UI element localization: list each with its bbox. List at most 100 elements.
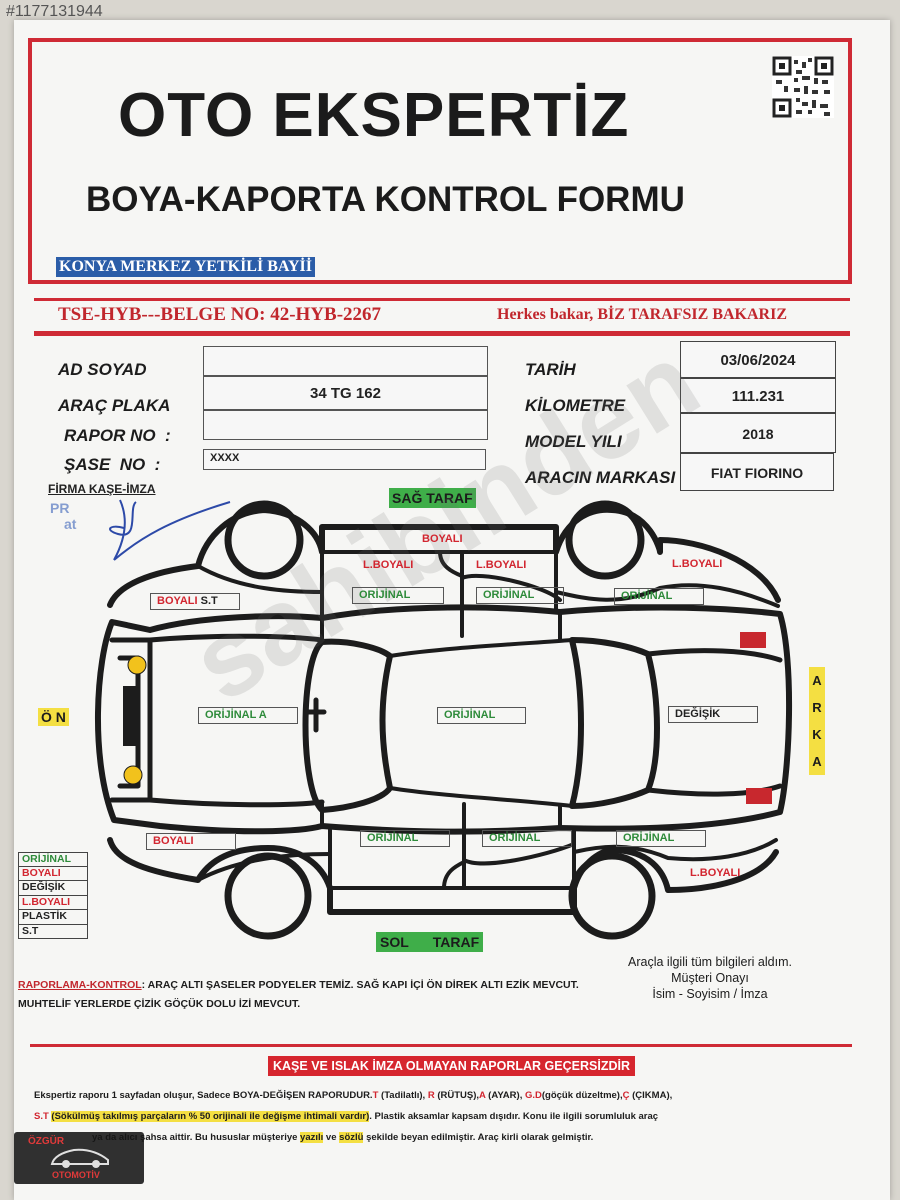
part-rear-fender-right-tag: ORİJİNAL xyxy=(614,588,704,605)
rapor-no-field xyxy=(203,410,488,440)
form-subtitle: BOYA-KAPORTA KONTROL FORMU xyxy=(86,180,685,219)
legend-item-boyali: BOYALI xyxy=(18,866,88,881)
legend-item-orijinal: ORİJİNAL xyxy=(18,852,88,867)
rear-letter-a2: A xyxy=(812,754,822,769)
signature-scribble-icon xyxy=(109,499,231,561)
rear-letter-r: R xyxy=(812,700,822,715)
terms-code-t-desc: (Tadilatlı), xyxy=(378,1090,428,1101)
part-trunk: DEĞİŞİK xyxy=(668,706,758,723)
rear-letter-a1: A xyxy=(812,673,822,688)
divider-top xyxy=(34,298,850,301)
terms-highlight-sozlu: sözlü xyxy=(339,1132,364,1143)
part-rear-door-left: ORİJİNAL xyxy=(482,830,572,847)
part-rear-fender-right-status: L.BOYALI xyxy=(672,558,723,570)
side-label-right: SAĞ TARAF xyxy=(389,488,476,508)
label-sase-no: ŞASE NO : xyxy=(64,455,161,474)
part-front-door-right-status: L.BOYALI xyxy=(363,559,414,571)
label-model-yili: MODEL YILI xyxy=(525,432,622,451)
model-yili-value: 2018 xyxy=(680,413,836,453)
remarks-line-2: MUHTELİF YERLERDE ÇİZİK GÖÇÜK DOLU İZİ M… xyxy=(18,998,301,1010)
terms-code-a: A xyxy=(479,1090,486,1101)
slogan: Herkes bakar, BİZ TARAFSIZ BAKARIZ xyxy=(497,306,787,324)
brand-name: OTOMOTİV xyxy=(52,1170,100,1180)
arac-plaka-field xyxy=(203,376,488,410)
part-hood: ORİJİNAL A xyxy=(198,707,298,724)
listing-id: #1177131944 xyxy=(6,3,103,20)
label-rapor-no: RAPOR NO : xyxy=(64,426,171,445)
approval-line-3: İsim - Soyisim / İmza xyxy=(652,987,768,1001)
label-kilometre: KİLOMETRE xyxy=(525,396,626,415)
terms-p2-rest: . Plastik aksamlar kapsam dışıdır. Konu … xyxy=(369,1111,659,1122)
tarih-value: 03/06/2024 xyxy=(680,341,836,378)
part-front-door-left: ORİJİNAL xyxy=(360,830,450,847)
dealer-name: KONYA MERKEZ YETKİLİ BAYİİ xyxy=(56,257,315,277)
qr-code-icon xyxy=(772,56,834,118)
stamp-line-2: at xyxy=(64,516,77,532)
label-ad-soyad: AD SOYAD xyxy=(58,360,147,379)
stamp-line-1: PR xyxy=(50,500,70,516)
approval-line-2: Müşteri Onayı xyxy=(671,971,749,985)
terms-code-c-desc: (ÇIKMA), xyxy=(629,1090,673,1101)
side-label-left-b: TARAF xyxy=(432,934,480,950)
remarks: RAPORLAMA-KONTROL: ARAÇ ALTI ŞASELER POD… xyxy=(18,976,618,1014)
rear-letter-k: K xyxy=(812,727,822,742)
label-firma-kase-imza: FİRMA KAŞE-İMZA xyxy=(48,482,156,496)
terms-p3-a: ya da alıcı şahsa aittir. Bu hususlar mü… xyxy=(92,1132,301,1143)
header-box xyxy=(28,38,852,284)
part-front-fender-right: BOYALI S.T xyxy=(150,593,240,610)
side-label-left: SOL TARAF xyxy=(376,932,484,952)
part-roof: ORİJİNAL xyxy=(437,707,526,724)
footer-warning: KAŞE VE ISLAK İMZA OLMAYAN RAPORLAR GEÇE… xyxy=(268,1056,635,1076)
legend-item-degisik: DEĞİŞİK xyxy=(18,881,88,896)
part-front-fender-right-status: BOYALI xyxy=(157,595,198,607)
part-front-door-right-tag: ORİJİNAL xyxy=(352,587,444,604)
aracin-markasi-value: FIAT FIORINO xyxy=(680,453,834,491)
terms-code-st: S.T xyxy=(34,1111,49,1122)
arac-plaka-value: 34 TG 162 xyxy=(310,385,381,402)
legend-item-plastik: PLASTİK xyxy=(18,910,88,925)
sase-no-field xyxy=(203,449,486,470)
terms-code-c: Ç xyxy=(622,1090,630,1101)
footer-divider xyxy=(30,1044,852,1047)
legend-item-st: S.T xyxy=(18,924,88,939)
side-label-front: Ö N xyxy=(38,708,69,726)
page-title: OTO EKSPERTİZ xyxy=(118,81,630,150)
stamp-mark: PR at xyxy=(50,500,76,532)
slogan-prefix: Herkes bakar, xyxy=(497,306,598,323)
remarks-label: RAPORLAMA-KONTROL xyxy=(18,979,142,991)
remarks-line-1: : ARAÇ ALTI ŞASELER PODYELER TEMİZ. SAĞ … xyxy=(141,979,579,991)
terms-highlight-yazili: yazılı xyxy=(300,1132,324,1143)
footer-terms: Ekspertiz raporu 1 sayfadan oluşur, Sade… xyxy=(34,1085,844,1148)
divider-bottom xyxy=(34,331,850,336)
legend: ORİJİNAL BOYALI DEĞİŞİK L.BOYALI PLASTİK… xyxy=(18,852,88,939)
part-rear-door-right-tag: ORİJİNAL xyxy=(476,587,564,604)
terms-p3-c: şekilde beyan edilmiştir. Araç kirli ola… xyxy=(363,1132,594,1143)
label-aracin-markasi: ARACIN MARKASI xyxy=(525,468,676,487)
brand-logo: ÖZGÜR OTOMOTİV xyxy=(14,1132,144,1184)
terms-p3-b: ve xyxy=(323,1132,340,1143)
terms-p1-a: Ekspertiz raporu 1 sayfadan oluşur, Sade… xyxy=(34,1090,373,1101)
part-roof-right: BOYALI xyxy=(422,533,463,545)
sase-no-value: XXXX xyxy=(210,452,240,464)
legend-item-l-boyali: L.BOYALI xyxy=(18,895,88,910)
terms-st-highlight: (Sökülmüş takılmış parçaların % 50 oriji… xyxy=(51,1111,370,1122)
part-rear-fender-left-status: L.BOYALI xyxy=(690,867,741,879)
customer-approval: Araçla ilgili tüm bilgileri aldım. Müşte… xyxy=(600,954,820,1002)
side-label-rear: A R K A xyxy=(809,667,825,775)
kilometre-value: 111.231 xyxy=(680,378,836,413)
terms-code-r: R xyxy=(427,1090,435,1101)
label-tarih: TARİH xyxy=(525,360,576,379)
part-front-fender-left: BOYALI xyxy=(146,833,236,850)
part-rear-door-right-status: L.BOYALI xyxy=(476,559,527,571)
terms-code-gd-desc: (göçük düzeltme), xyxy=(541,1090,623,1101)
brand-prefix: ÖZGÜR xyxy=(28,1136,65,1147)
terms-code-gd: G.D xyxy=(524,1090,542,1101)
terms-code-t: T xyxy=(372,1090,379,1101)
terms-code-r-desc: (RÜTUŞ), xyxy=(434,1090,480,1101)
slogan-strong: BİZ TARAFSIZ BAKARIZ xyxy=(597,306,787,323)
part-front-fender-right-note: S.T xyxy=(200,595,218,607)
approval-line-1: Araçla ilgili tüm bilgileri aldım. xyxy=(628,955,792,969)
ad-soyad-field xyxy=(203,346,488,376)
label-arac-plaka: ARAÇ PLAKA xyxy=(58,396,171,415)
side-label-left-a: SOL xyxy=(380,934,409,950)
